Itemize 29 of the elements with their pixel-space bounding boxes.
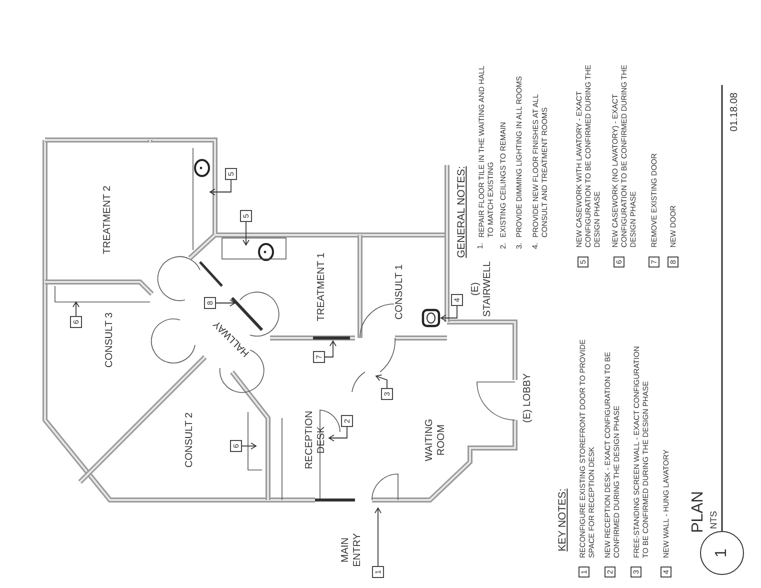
leader-line (440, 306, 458, 322)
room-label: MAIN ENTRY (340, 532, 364, 569)
leader-line (216, 300, 236, 306)
leader-line (242, 222, 250, 246)
scale-note: NTS (708, 511, 720, 529)
room-label: TREATMENT 2 (102, 184, 114, 256)
section-heading: KEY NOTES: (556, 488, 570, 552)
leader-line (328, 426, 348, 442)
room-label: CONSULT 1 (394, 263, 406, 322)
leader-line (374, 508, 382, 566)
date-label: 01.18.08 (729, 92, 741, 134)
room-label: CONSULT 3 (104, 311, 116, 370)
casework-outline (222, 238, 286, 260)
room-label: WAITING ROOM (424, 418, 448, 464)
drawing-number-circle: 1 (700, 531, 744, 575)
room-label: TREATMENT 1 (316, 252, 328, 324)
leader-line (376, 374, 388, 388)
room-label: (E) LOBBY (522, 372, 534, 425)
leader-line (324, 340, 336, 358)
leader-line (210, 180, 232, 196)
room-label: CONSULT 2 (184, 411, 196, 470)
leader-line (72, 302, 80, 316)
room-label: (E) STAIRWELL (470, 260, 494, 319)
drawing-title: PLAN (688, 491, 708, 533)
door-line (313, 336, 350, 340)
section-heading: GENERAL NOTES: (456, 166, 468, 258)
lavatory-icon (422, 308, 440, 328)
leader-line (242, 442, 256, 450)
room-label: RECEPTION DESK (304, 405, 328, 475)
